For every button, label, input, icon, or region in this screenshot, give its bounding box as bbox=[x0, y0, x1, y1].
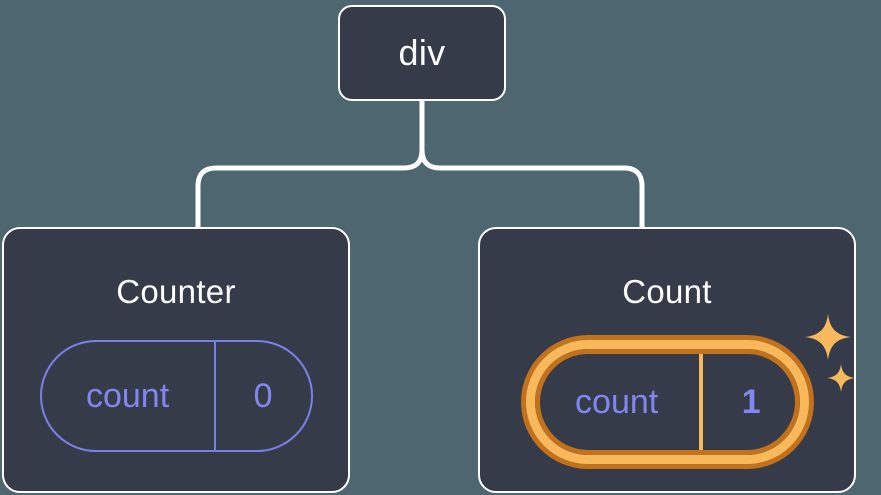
node-counter-title: Counter bbox=[116, 273, 236, 310]
counter-state-pill[interactable]: count 0 bbox=[39, 340, 313, 452]
connector-to-count bbox=[419, 98, 645, 230]
count-state-pill-wrap: count 1 bbox=[525, 314, 855, 464]
counter-state-value: 0 bbox=[213, 342, 311, 450]
node-count[interactable]: Count count 1 bbox=[478, 227, 856, 493]
node-count-title: Count bbox=[622, 273, 712, 310]
counter-state-key: count bbox=[85, 376, 170, 415]
count-state-key: count bbox=[575, 382, 659, 421]
node-div[interactable]: div bbox=[338, 5, 506, 101]
sparkle-small-icon bbox=[826, 364, 855, 392]
node-counter[interactable]: Counter count 0 bbox=[2, 227, 350, 493]
count-state-pill[interactable]: count 1 bbox=[525, 340, 809, 464]
counter-state-pill-wrap: count 0 bbox=[39, 340, 313, 452]
node-div-label: div bbox=[398, 32, 446, 73]
sparkle-large-icon bbox=[804, 314, 851, 360]
count-state-value: 1 bbox=[698, 349, 800, 455]
connector-to-counter bbox=[195, 98, 425, 230]
